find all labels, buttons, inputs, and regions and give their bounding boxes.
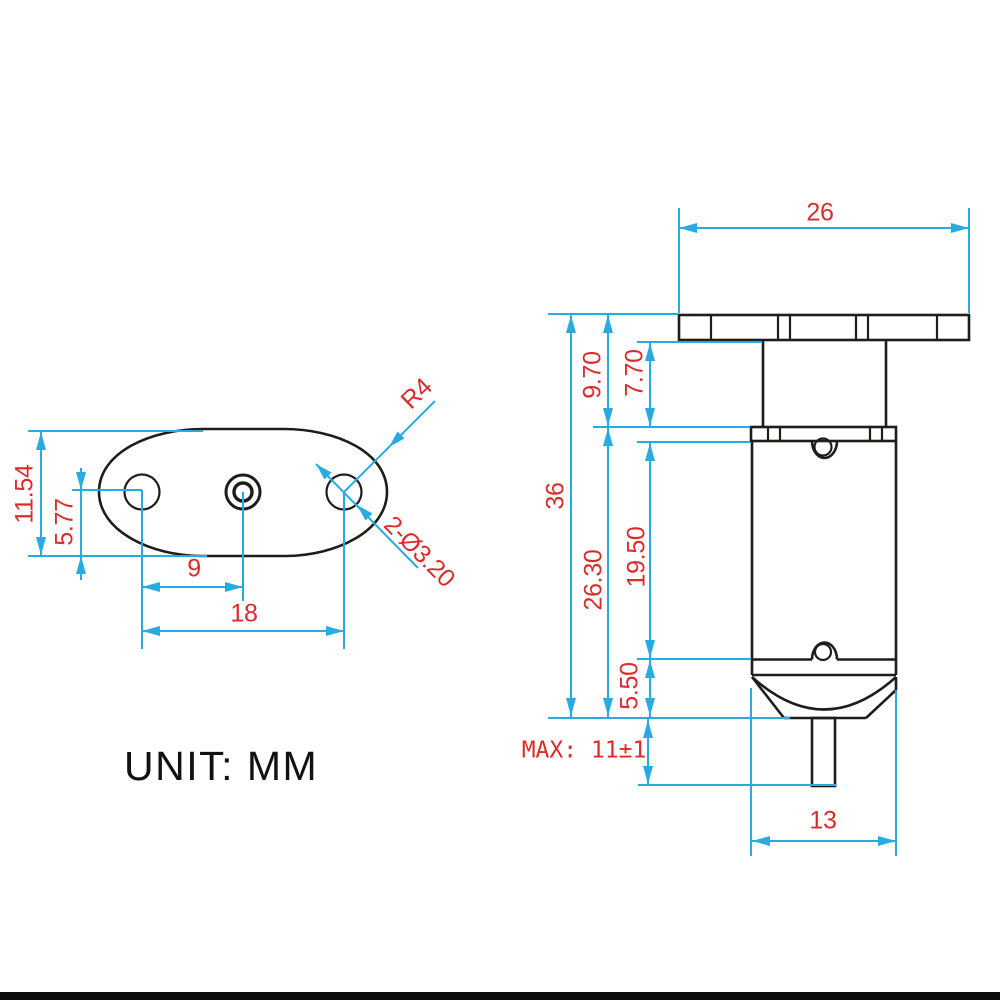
flange-slots: [709, 315, 939, 340]
arrow-right-icon: [326, 626, 344, 636]
arrow-down-icon: [36, 537, 46, 555]
arrow-downleft-icon: [389, 431, 405, 447]
dim-motor-flange-to-body: 9.70: [578, 351, 607, 399]
dim-plate-center-offset: 5.77: [50, 498, 79, 546]
arrow-up-icon: [603, 315, 613, 333]
dim-plate-overall-height: 11.54: [10, 464, 39, 524]
dim-plate-center-to-hole: 9: [187, 554, 201, 583]
arrow-up-icon: [603, 428, 613, 446]
dim-motor-gearbox-height: 7.70: [620, 349, 649, 397]
dim-motor-body-with-cap: 26.30: [579, 549, 608, 611]
arrow-up-icon: [645, 443, 655, 461]
plate-dimension-arrows: [36, 431, 405, 636]
dim-motor-flange-width: 26: [806, 198, 834, 227]
arrow-right-icon: [878, 836, 896, 846]
motor-dimension-lines: [548, 208, 970, 856]
motor-dimension-arrows: [566, 223, 969, 846]
top-screw-hole: [813, 437, 833, 457]
dim-motor-shaft-length: MAX: 11±1: [521, 737, 647, 764]
output-shaft: [810, 716, 837, 788]
arrow-up-icon: [643, 720, 653, 738]
body-top-band: [749, 425, 898, 443]
arrow-left-icon: [142, 582, 160, 592]
motor-side-view: [677, 313, 971, 788]
arrow-upleft-icon: [316, 464, 332, 480]
dim-plate-hole-to-hole: 18: [230, 599, 258, 628]
top-screw-tab: [810, 440, 839, 460]
plate-outline: [97, 427, 389, 558]
arrow-down-icon: [603, 408, 613, 426]
arrow-down-icon: [643, 766, 653, 784]
dim-motor-body-width: 13: [809, 806, 837, 835]
arrow-up-icon: [645, 660, 655, 678]
end-cap-curve: [751, 676, 897, 711]
bottom-edge-bar: [0, 992, 1000, 1000]
arrow-left-icon: [679, 223, 697, 233]
arrow-up-icon: [566, 315, 576, 333]
dim-motor-end-cap-height: 5.50: [615, 662, 644, 710]
arrow-right-icon: [225, 582, 243, 592]
motor-extension-lines: [548, 208, 970, 856]
arrow-down-icon: [566, 698, 576, 716]
arrow-left-icon: [752, 836, 770, 846]
arrow-down-icon: [645, 408, 655, 426]
dim-motor-body-height: 19.50: [622, 526, 651, 588]
arrow-up-icon: [645, 343, 655, 361]
arrow-down-icon: [603, 698, 613, 716]
arrow-upleft-icon: [357, 505, 373, 521]
arrow-up-icon: [36, 432, 46, 450]
arrow-right-icon: [951, 223, 969, 233]
arrow-down-icon: [645, 698, 655, 716]
motor-body-sides: [750, 441, 898, 675]
body-top-band-slots: [766, 427, 884, 441]
bottom-screw-hole: [813, 642, 833, 662]
arrow-left-icon: [142, 626, 160, 636]
gearbox-block: [761, 340, 888, 427]
bottom-screw-tab: [810, 641, 839, 660]
unit-note: UNIT: MM: [124, 743, 319, 789]
dim-motor-overall-height: 36: [541, 482, 570, 510]
arrow-down-icon: [645, 640, 655, 658]
arrow-down-icon: [76, 472, 86, 490]
end-cap-outline: [750, 676, 898, 720]
flange-plate: [677, 313, 971, 342]
arrow-up-icon: [76, 556, 86, 574]
